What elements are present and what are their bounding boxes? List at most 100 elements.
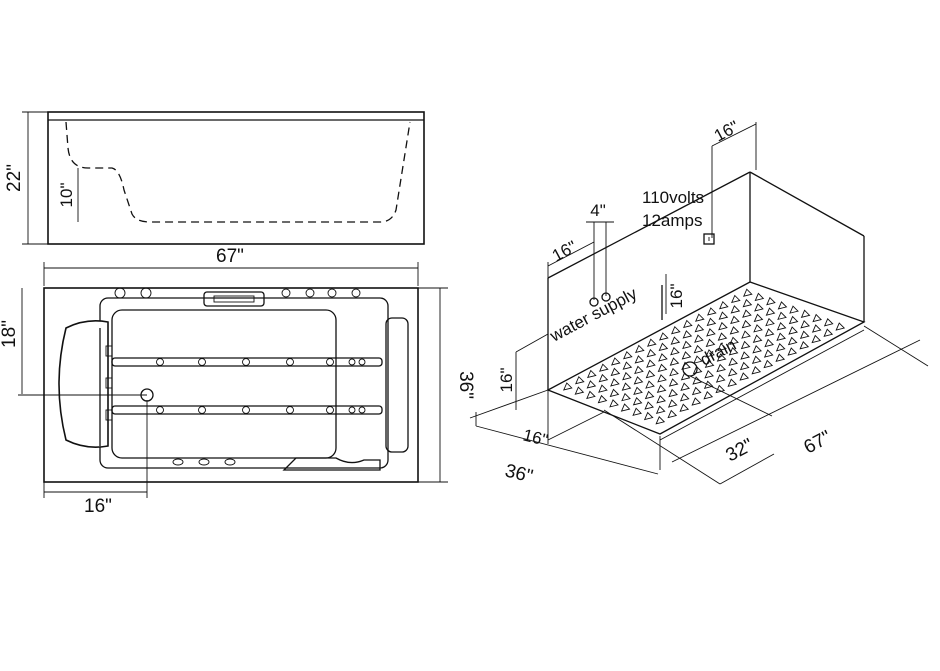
floor-tile-triangle bbox=[693, 344, 704, 354]
floor-tile-triangle bbox=[715, 384, 726, 394]
floor-tile-triangle bbox=[788, 326, 798, 335]
floor-tile-pattern bbox=[563, 288, 846, 425]
floor-tile-triangle bbox=[730, 315, 740, 325]
floor-tile-triangle bbox=[741, 330, 751, 339]
floor-tile-triangle bbox=[718, 321, 728, 331]
floor-tile-triangle bbox=[763, 359, 774, 369]
side-height-label: 22" bbox=[4, 164, 25, 192]
floor-tile-triangle bbox=[742, 298, 753, 308]
floor-tile-triangle bbox=[621, 392, 631, 402]
floor-tile-triangle bbox=[775, 353, 786, 362]
floor-tile-triangle bbox=[766, 296, 776, 306]
floor-tile-triangle bbox=[668, 378, 679, 387]
floor-tile-triangle bbox=[753, 324, 763, 333]
floor-tile-triangle bbox=[644, 390, 655, 400]
floor-tile-triangle bbox=[729, 326, 740, 335]
water-offset-label: 16" bbox=[549, 237, 580, 265]
floor-tile-triangle bbox=[787, 347, 798, 356]
floor-tile-triangle bbox=[800, 320, 810, 329]
floor-tile-triangle bbox=[743, 288, 753, 297]
floor-tile-triangle bbox=[670, 336, 681, 345]
floor-tile-triangle bbox=[716, 363, 726, 373]
floor-tile-triangle bbox=[717, 342, 727, 352]
floor-tile-triangle bbox=[656, 395, 666, 404]
floor-tile-triangle bbox=[715, 374, 726, 383]
floor-tile-triangle bbox=[764, 338, 774, 348]
floor-tile-triangle bbox=[775, 343, 786, 352]
front-offset-label: 16" bbox=[521, 425, 550, 449]
floor-tile-triangle bbox=[751, 365, 762, 375]
floor-tile-triangle bbox=[811, 324, 822, 333]
length-label: 67" bbox=[800, 427, 834, 459]
faucet bbox=[203, 291, 265, 307]
floor-tile-triangle bbox=[740, 340, 751, 350]
floor-tile-triangle bbox=[563, 382, 573, 391]
floor-tile-triangle bbox=[777, 301, 788, 310]
floor-tile-triangle bbox=[656, 384, 667, 394]
overflow-fitting bbox=[282, 457, 381, 471]
floor-tile-triangle bbox=[667, 409, 678, 419]
floor-tile-triangle bbox=[742, 309, 752, 318]
floor-tile-triangle bbox=[683, 319, 693, 329]
floor-tile-triangle bbox=[706, 328, 716, 337]
floor-plan: drain 4" water supply 16" 110volts 12amp… bbox=[469, 117, 929, 488]
pipe-gap-label: 4" bbox=[590, 201, 606, 220]
floor-tile-triangle bbox=[611, 357, 621, 366]
floor-tile-triangle bbox=[586, 390, 596, 400]
floor-tile-triangle bbox=[646, 359, 656, 368]
water-supply-label: water supply bbox=[546, 284, 641, 346]
floor-tile-triangle bbox=[655, 405, 666, 414]
floor-tile-triangle bbox=[777, 311, 787, 321]
floor-tile-triangle bbox=[681, 351, 692, 360]
top-length-label: 67" bbox=[216, 246, 244, 267]
floor-tile-triangle bbox=[763, 349, 774, 358]
depth-label: 36" bbox=[503, 460, 535, 487]
floor-tile-triangle bbox=[811, 334, 822, 344]
floor-tile-triangle bbox=[647, 338, 657, 347]
floor-tile-triangle bbox=[599, 363, 609, 372]
floor-tile-triangle bbox=[695, 313, 705, 322]
floor-tile-triangle bbox=[694, 334, 704, 343]
floor-tile-triangle bbox=[754, 303, 764, 312]
floor-tile-triangle bbox=[598, 373, 609, 383]
floor-tile-triangle bbox=[728, 357, 738, 366]
floor-tile-triangle bbox=[705, 338, 716, 348]
floor-tile-triangle bbox=[586, 380, 597, 389]
floor-tile-triangle bbox=[692, 376, 702, 385]
floor-tile-triangle bbox=[679, 403, 690, 412]
floor-tile-triangle bbox=[703, 380, 714, 389]
side-view-inner-profile bbox=[65, 121, 411, 223]
power-outlet bbox=[703, 233, 715, 245]
floor-tile-triangle bbox=[754, 292, 765, 302]
floor-tile-triangle bbox=[739, 361, 750, 371]
floor-tile-triangle bbox=[705, 349, 715, 358]
floor-tile-triangle bbox=[788, 315, 799, 325]
drain-offset-label: 16" bbox=[84, 496, 112, 517]
floor-tile-triangle bbox=[623, 350, 633, 360]
floor-tile-triangle bbox=[622, 371, 632, 381]
floor-tile-triangle bbox=[753, 313, 764, 323]
jet-row bbox=[156, 358, 366, 414]
floor-tile-triangle bbox=[574, 386, 585, 395]
floor-tile-triangle bbox=[620, 403, 631, 412]
floor-tile-triangle bbox=[621, 382, 632, 391]
drain-width-label: 32" bbox=[722, 435, 756, 467]
floor-tile-triangle bbox=[764, 328, 775, 337]
floor-tile-triangle bbox=[787, 336, 798, 346]
floor-tile-triangle bbox=[635, 344, 645, 354]
floor-tile-triangle bbox=[835, 322, 846, 331]
floor-tile-triangle bbox=[668, 388, 678, 398]
floor-tile-triangle bbox=[680, 382, 690, 391]
floor-tile-triangle bbox=[751, 355, 762, 364]
floor-tile-triangle bbox=[823, 328, 834, 337]
floor-tile-triangle bbox=[669, 367, 679, 377]
floor-tile-triangle bbox=[716, 353, 727, 362]
floor-tile-triangle bbox=[632, 407, 642, 416]
floor-tile-triangle bbox=[655, 415, 666, 425]
floor-tile-triangle bbox=[598, 384, 608, 393]
floor-tile-triangle bbox=[799, 330, 810, 339]
floor-tile-triangle bbox=[644, 401, 654, 410]
floor-tile-triangle bbox=[741, 319, 752, 329]
floor-tile-triangle bbox=[646, 348, 657, 358]
